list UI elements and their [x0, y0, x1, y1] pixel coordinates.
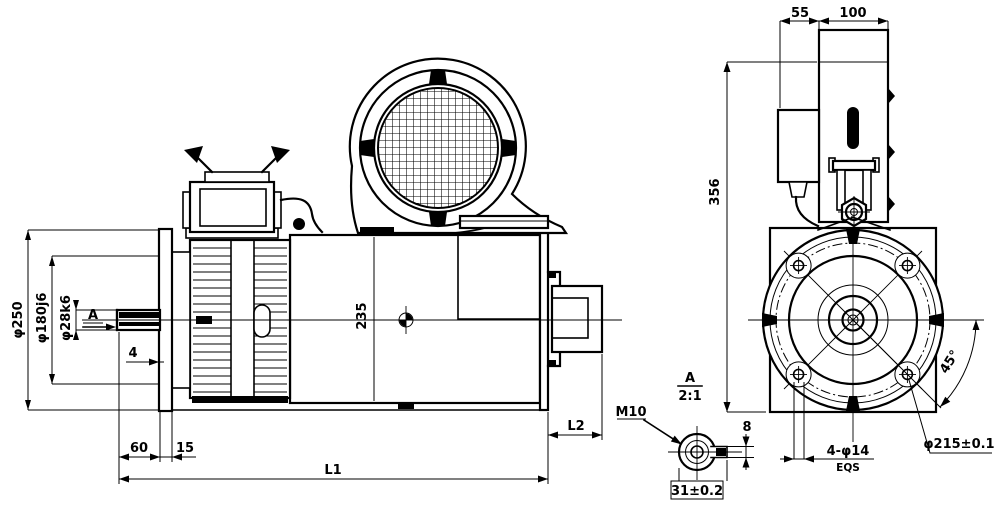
detail-thread: M10	[615, 405, 646, 420]
fan-grille	[377, 87, 499, 209]
cable	[279, 197, 324, 234]
dim-spigot-dia: φ180j6	[35, 293, 50, 344]
basic-dim-box	[670, 480, 724, 500]
tie-rod-boss	[253, 304, 271, 338]
fin-section	[188, 238, 292, 403]
centerline	[82, 306, 622, 334]
dim-overall-height: 356	[708, 178, 723, 205]
foot	[192, 396, 288, 403]
blower-foot	[458, 214, 550, 230]
terminal-box-profile	[776, 108, 821, 184]
shaft-end-section	[668, 426, 742, 480]
front-view: 55 100 356 45° 4-φ14 EQS φ215±0.1	[708, 6, 995, 474]
dim-shaft-dia: φ28k6	[59, 295, 74, 341]
detail-scale: 2:1	[678, 389, 701, 404]
dim-bolt-circle: φ215±0.1	[923, 437, 994, 452]
detail-view-a: A 2:1 M10 8 31±0.2	[615, 371, 754, 500]
dim-blower-width: 100	[839, 6, 866, 21]
cable-gland	[788, 181, 808, 198]
detail-title: A	[685, 371, 695, 386]
cable	[794, 195, 820, 228]
eyebolt	[816, 157, 892, 232]
terminal-box	[182, 146, 324, 239]
dim-mounting-holes: 4-φ14	[827, 444, 870, 459]
drain-plug	[398, 403, 414, 409]
dim-key-offset: 4	[128, 346, 137, 361]
dim-box-depth: 55	[791, 6, 809, 21]
dim-center-height: 235	[355, 302, 370, 329]
cable-gland-left	[184, 146, 214, 174]
motor-body	[161, 226, 556, 412]
dim-overall-length: L1	[324, 463, 341, 478]
dim-rear-length: L2	[567, 419, 584, 434]
dim-holes-note: EQS	[836, 462, 860, 474]
rear-endplate	[538, 226, 550, 412]
detail-a-marker: A	[82, 308, 116, 331]
detail-a-label: A	[88, 308, 98, 323]
side-view: φ250 φ180j6 φ28k6 A 4 60	[11, 57, 622, 484]
cable-gland-right	[260, 146, 290, 174]
dim-flange-od: φ250	[11, 301, 26, 338]
detail-width-across-key: 31±0.2	[671, 484, 723, 499]
dim-flange-thickness: 15	[176, 441, 194, 456]
rear-shaft-housing	[546, 270, 604, 368]
fan-blower	[348, 57, 569, 236]
detail-key-width: 8	[742, 420, 751, 435]
shaft-key	[119, 312, 160, 318]
dim-shaft-extension: 60	[130, 441, 148, 456]
target-symbol	[392, 306, 420, 334]
top-assembly	[776, 28, 895, 232]
dim-hole-angle: 45°	[937, 348, 963, 377]
handle-slot	[847, 107, 859, 149]
side-view-dimensions: φ250 φ180j6 φ28k6 A 4 60	[11, 229, 603, 484]
